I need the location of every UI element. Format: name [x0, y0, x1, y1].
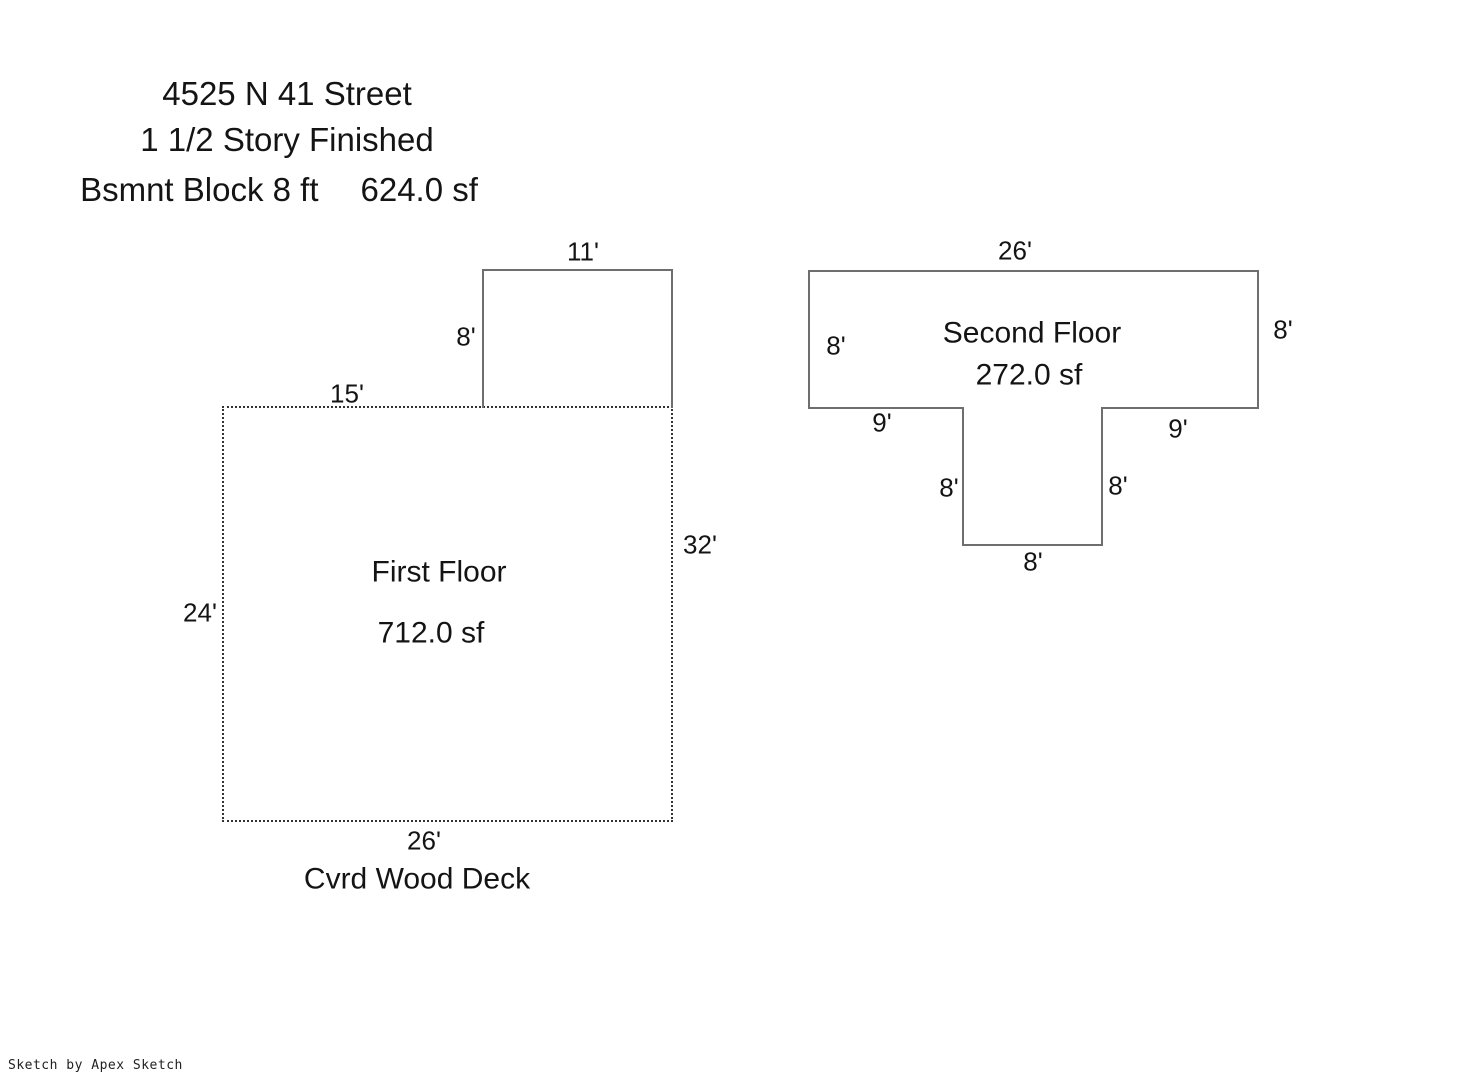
second-floor-dim-notch-left: 9' [872, 407, 892, 438]
first-floor-name: First Floor [371, 555, 507, 589]
first-floor-dim-ext-left: 8' [456, 321, 476, 352]
second-floor-dim-right: 8' [1273, 314, 1293, 345]
first-floor-dim-left: 24' [183, 597, 217, 628]
first-floor-extension-outline [482, 269, 673, 408]
second-floor-dim-notch-right: 9' [1168, 413, 1188, 444]
basement-area: 624.0 sf [360, 170, 478, 208]
second-floor-dim-stem-right: 8' [1108, 470, 1128, 501]
story-description: 1 1/2 Story Finished [140, 120, 434, 158]
second-floor-dim-top: 26' [998, 235, 1032, 266]
second-floor-outline [808, 270, 1259, 546]
first-floor-dim-top: 15' [330, 378, 364, 409]
first-floor-dim-ext-top: 11' [567, 236, 599, 267]
first-floor-area: 712.0 sf [377, 616, 485, 650]
sketch-credit: Sketch by Apex Sketch [8, 1058, 183, 1073]
second-floor-dim-stem-bottom: 8' [1023, 546, 1043, 577]
second-floor-dim-left: 8' [826, 330, 846, 361]
property-address: 4525 N 41 Street [162, 74, 412, 112]
first-floor-dim-bottom: 26' [407, 825, 441, 856]
second-floor-dim-stem-left: 8' [939, 472, 959, 503]
covered-wood-deck-label: Cvrd Wood Deck [303, 862, 531, 896]
first-floor-deck-outline [222, 406, 673, 822]
basement-info: Bsmnt Block 8 ft 624.0 sf [80, 170, 478, 208]
basement-label: Bsmnt Block 8 ft [80, 170, 319, 208]
second-floor-name: Second Floor [942, 316, 1122, 350]
second-floor-area: 272.0 sf [975, 358, 1083, 392]
first-floor-dim-right: 32' [683, 529, 717, 560]
